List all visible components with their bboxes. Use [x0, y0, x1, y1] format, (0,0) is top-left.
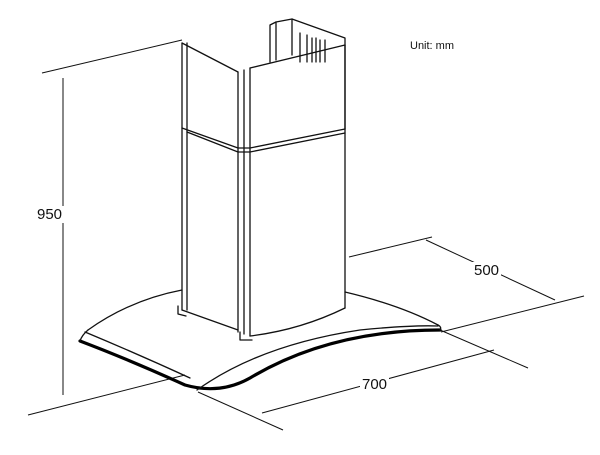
- width-dimension-label: 700: [360, 376, 390, 393]
- depth-dimension-label: 500: [472, 262, 502, 279]
- unit-label: Unit: mm: [410, 40, 454, 52]
- height-dimension-lines: [27, 39, 186, 416]
- depth-dimension-lines: [348, 236, 585, 333]
- height-dimension-label: 950: [35, 206, 65, 223]
- chimney-upper-section: [269, 18, 346, 130]
- canopy-hood: [78, 289, 442, 391]
- chimney-body: [177, 42, 346, 341]
